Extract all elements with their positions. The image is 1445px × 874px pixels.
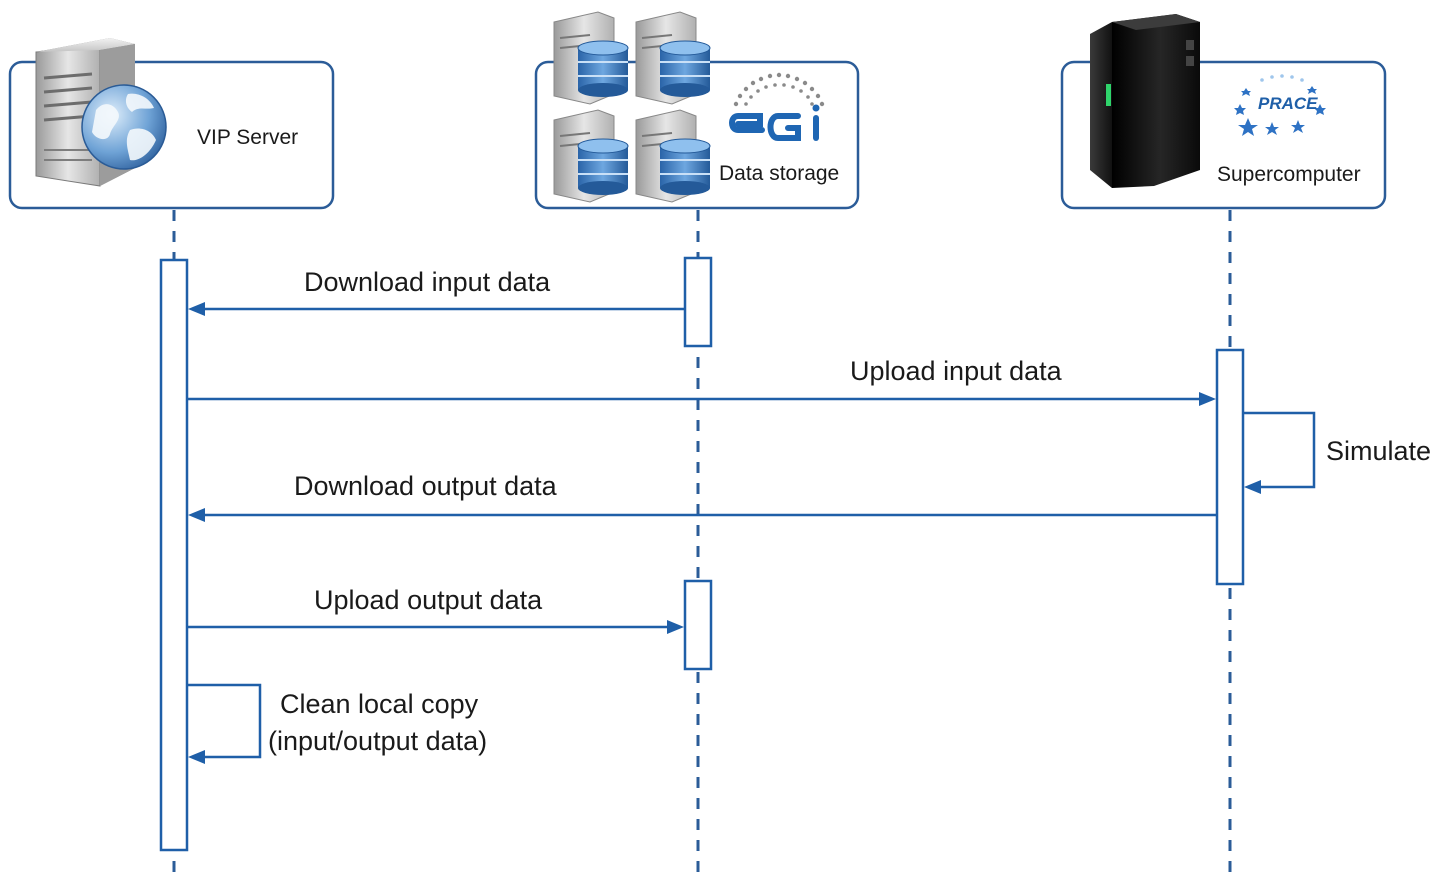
prace-logo-text: PRACE bbox=[1258, 94, 1318, 113]
upload-output-label: Upload output data bbox=[314, 585, 543, 615]
prace-logo: PRACE bbox=[1234, 74, 1326, 136]
message-upload-output bbox=[187, 620, 684, 634]
upload-input-label: Upload input data bbox=[850, 356, 1063, 386]
download-input-label: Download input data bbox=[304, 267, 551, 297]
message-upload-input bbox=[187, 392, 1216, 406]
globe-icon bbox=[81, 84, 167, 170]
message-simulate bbox=[1243, 411, 1316, 494]
clean-local-copy-label-line2: (input/output data) bbox=[268, 726, 487, 756]
database-icon bbox=[577, 40, 711, 195]
supercomputer-label: Supercomputer bbox=[1217, 163, 1361, 186]
supercomputer-icon bbox=[1090, 14, 1200, 188]
download-output-label: Download output data bbox=[294, 471, 558, 501]
data-storage-activation-1 bbox=[683, 256, 713, 348]
egi-logo bbox=[729, 72, 825, 141]
vip-server-label: VIP Server bbox=[197, 126, 298, 149]
supercomputer-activation bbox=[1215, 348, 1245, 586]
message-download-output bbox=[188, 508, 1217, 522]
clean-local-copy-label-line1: Clean local copy bbox=[280, 689, 479, 719]
vip-server-activation bbox=[159, 258, 189, 852]
simulate-label: Simulate bbox=[1326, 436, 1431, 466]
data-storage-activation-2 bbox=[683, 579, 713, 671]
message-download-input bbox=[188, 302, 685, 316]
message-clean-local-copy bbox=[187, 683, 262, 764]
data-storage-label: Data storage bbox=[719, 162, 839, 185]
